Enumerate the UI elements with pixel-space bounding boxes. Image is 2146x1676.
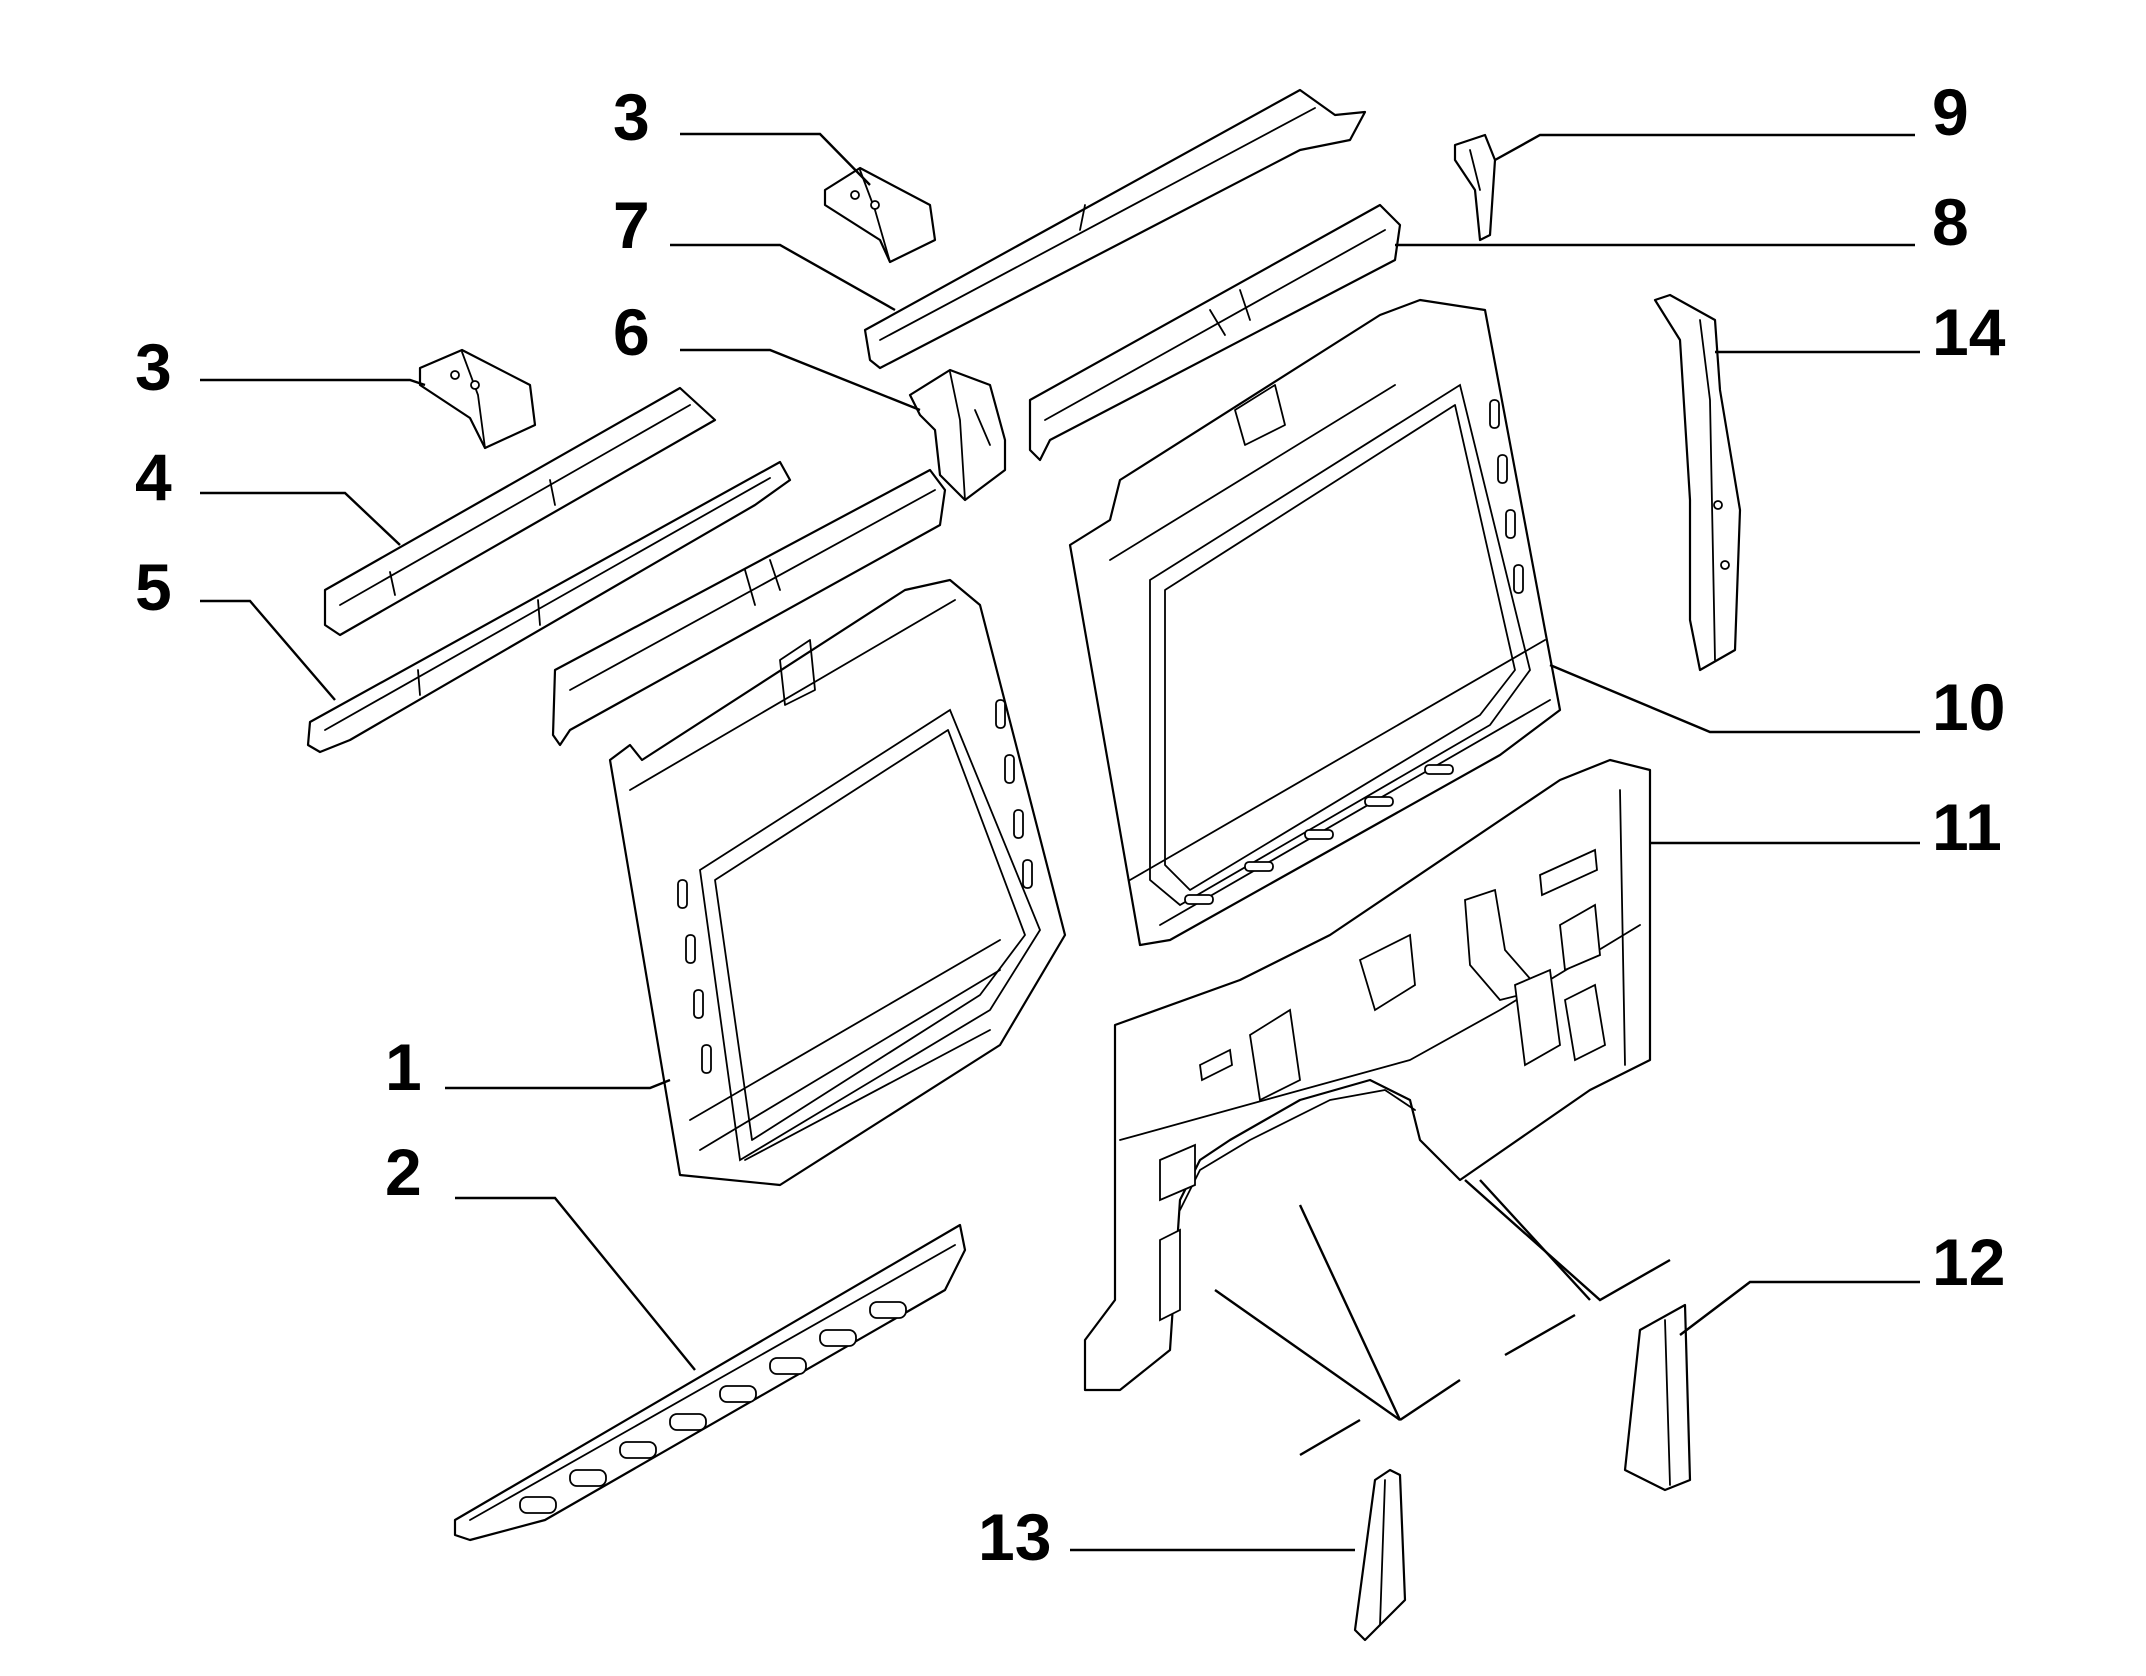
- callout-8: 8: [1932, 185, 1969, 259]
- callout-5: 5: [135, 550, 172, 624]
- callout-11: 11: [1932, 790, 2002, 864]
- callout-7: 7: [613, 188, 650, 262]
- callout-3-lower: 3: [135, 330, 172, 404]
- callout-10: 10: [1932, 670, 2005, 744]
- construction-lines: [1214, 1179, 1671, 1457]
- part-13-pillar-piece: [1353, 1468, 1407, 1642]
- callout-labels: 1 2 3 3 4 5 6 7 8 9 10 11 12 13 14: [135, 75, 2006, 1574]
- part-7-long-top-rail: [863, 88, 1367, 370]
- leader-lines: [200, 132, 1920, 1552]
- part-3-lower-bracket: [418, 348, 537, 450]
- part-9-small-bracket: [1453, 133, 1497, 242]
- callout-3-upper: 3: [613, 80, 650, 154]
- callout-4: 4: [135, 440, 172, 514]
- part-10-side-panel: [1068, 298, 1562, 947]
- callout-13: 13: [978, 1500, 1051, 1574]
- part-4-roof-rail: [323, 386, 717, 637]
- part-left-header-rail: [551, 468, 947, 747]
- part-12-pillar-piece: [1623, 1303, 1692, 1492]
- part-11-wheel-arch-panel: [1083, 758, 1652, 1392]
- part-5-floor-rail: [306, 460, 792, 754]
- part-1-side-panel: [608, 578, 1067, 1187]
- callout-14: 14: [1932, 295, 2006, 369]
- callout-2: 2: [385, 1135, 422, 1209]
- part-8-header-rail: [1028, 203, 1402, 462]
- callout-9: 9: [1932, 75, 1969, 149]
- part-2-sill-rail: [453, 1223, 967, 1542]
- part-6-connector-bracket: [908, 368, 1007, 502]
- part-3-upper-bracket: [823, 166, 937, 264]
- part-14-vertical-pillar: [1653, 293, 1742, 672]
- callout-12: 12: [1932, 1225, 2005, 1299]
- callout-1: 1: [385, 1030, 422, 1104]
- callout-6: 6: [613, 295, 650, 369]
